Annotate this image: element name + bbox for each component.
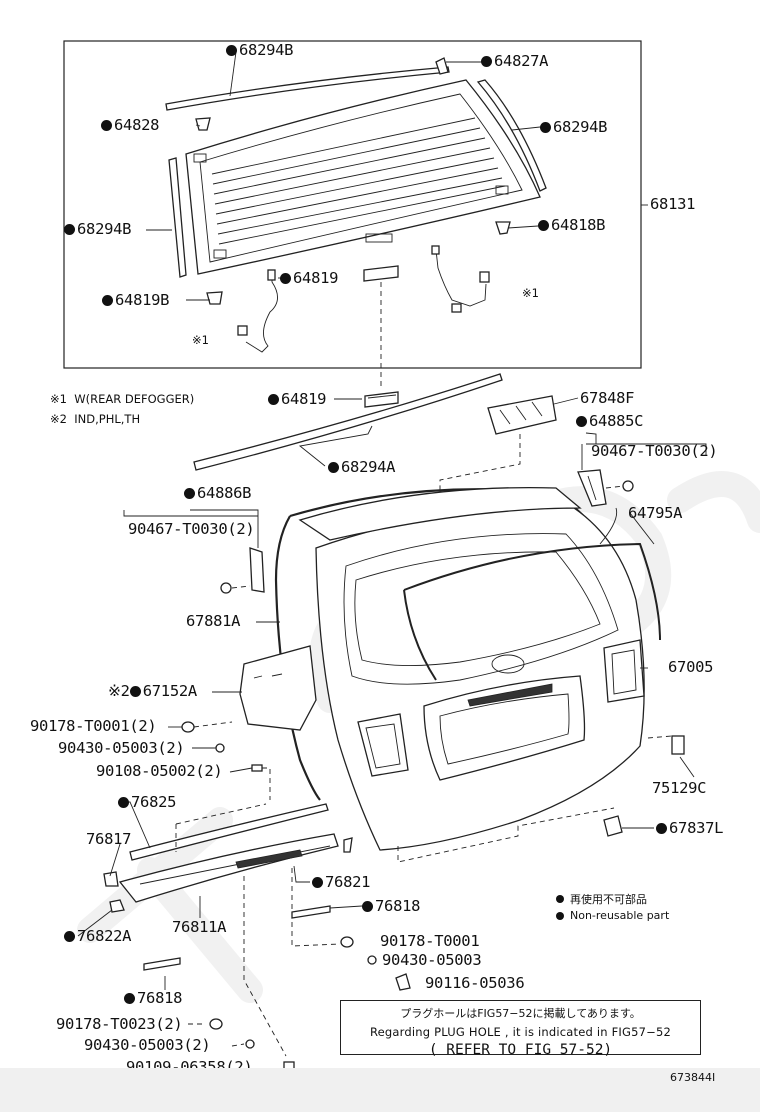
- legend-row-en: Non-reusable part: [556, 907, 669, 924]
- callout-68294b-right: 68294B: [540, 119, 608, 136]
- callout-90430-05003-2a: 90430-05003(2): [58, 739, 185, 757]
- callout-64819-glass: 64819: [280, 270, 338, 287]
- note-1: ※1 W(REAR DEFOGGER): [50, 392, 195, 406]
- callout-68294a: 68294A: [328, 459, 396, 476]
- callout-76825: 76825: [118, 794, 176, 811]
- service-hole-cover: [239, 645, 317, 731]
- moulding-top: [165, 66, 450, 111]
- callout-76822a: 76822A: [64, 928, 132, 945]
- callout-67005: 67005: [668, 658, 714, 676]
- callout-76821: 76821: [312, 874, 370, 891]
- moulding-68294a: [193, 373, 503, 471]
- callout-68294b-left: 68294B: [64, 221, 132, 238]
- callout-64818b: 64818B: [538, 217, 606, 234]
- garnish-76825: [129, 803, 329, 861]
- callout-90467-right: 90467-T0030(2): [591, 442, 718, 460]
- back-door-panel: [315, 507, 645, 851]
- callout-68131: 68131: [650, 195, 696, 213]
- callout-76818-right: 76818: [362, 898, 420, 915]
- callout-64795a: 64795A: [628, 504, 683, 522]
- note-marker-1-right: ※1: [522, 286, 539, 300]
- callout-90430-05003-2b: 90430-05003(2): [84, 1036, 211, 1054]
- moulding-left: [168, 157, 187, 278]
- note-2: ※2 IND,PHL,TH: [50, 412, 141, 426]
- callout-90430-05003: 90430-05003: [382, 951, 482, 969]
- callout-76817: 76817: [86, 830, 132, 848]
- callout-67837l: 67837L: [656, 820, 724, 837]
- callout-76818-left: 76818: [124, 990, 182, 1007]
- callout-90108: 90108-05002(2): [96, 762, 223, 780]
- callout-67848f: 67848F: [580, 389, 635, 407]
- footer-band: [0, 1068, 760, 1112]
- callout-64819: 64819: [268, 391, 326, 408]
- callout-64885c: 64885C: [576, 413, 644, 430]
- moulding-right: [476, 79, 547, 192]
- callout-75129c: 75129C: [652, 779, 707, 797]
- notice-line-ja: プラグホールはFIG57−52に掲載してあります。: [400, 1007, 641, 1020]
- callout-90116: 90116-05036: [425, 974, 525, 992]
- notice-line-en: Regarding PLUG HOLE , it is indicated in…: [369, 1025, 672, 1039]
- figure-code: 673844I: [670, 1071, 716, 1084]
- callout-90178-t0023: 90178-T0023(2): [56, 1015, 183, 1033]
- callout-67881a: 67881A: [186, 612, 241, 630]
- callout-90178-t0001: 90178-T0001: [380, 932, 480, 950]
- legend-row-ja: 再使用不可部品: [556, 890, 669, 907]
- callout-64827a: 64827A: [481, 53, 549, 70]
- callout-64886b: 64886B: [184, 485, 252, 502]
- legend: 再使用不可部品 Non-reusable part: [556, 890, 669, 924]
- callout-90178-t0001-2: 90178-T0001(2): [30, 717, 157, 735]
- callout-68294b-top: 68294B: [226, 42, 294, 59]
- callout-76811a: 76811A: [172, 918, 227, 936]
- bullet-icon: [556, 911, 564, 920]
- back-glass: [185, 79, 541, 275]
- callout-90467-left: 90467-T0030(2): [128, 520, 255, 538]
- glass-group-frame: [63, 40, 642, 369]
- callout-64828: 64828: [101, 117, 159, 134]
- callout-64819b: 64819B: [102, 292, 170, 309]
- garnish-76811a: [118, 833, 339, 903]
- plug-hole-notice: プラグホールはFIG57−52に掲載してあります。 Regarding PLUG…: [340, 1000, 701, 1058]
- notice-line-ref: ( REFER TO FIG 57-52): [428, 1042, 613, 1058]
- note-marker-1-left: ※1: [192, 333, 209, 347]
- bullet-icon: [556, 894, 564, 903]
